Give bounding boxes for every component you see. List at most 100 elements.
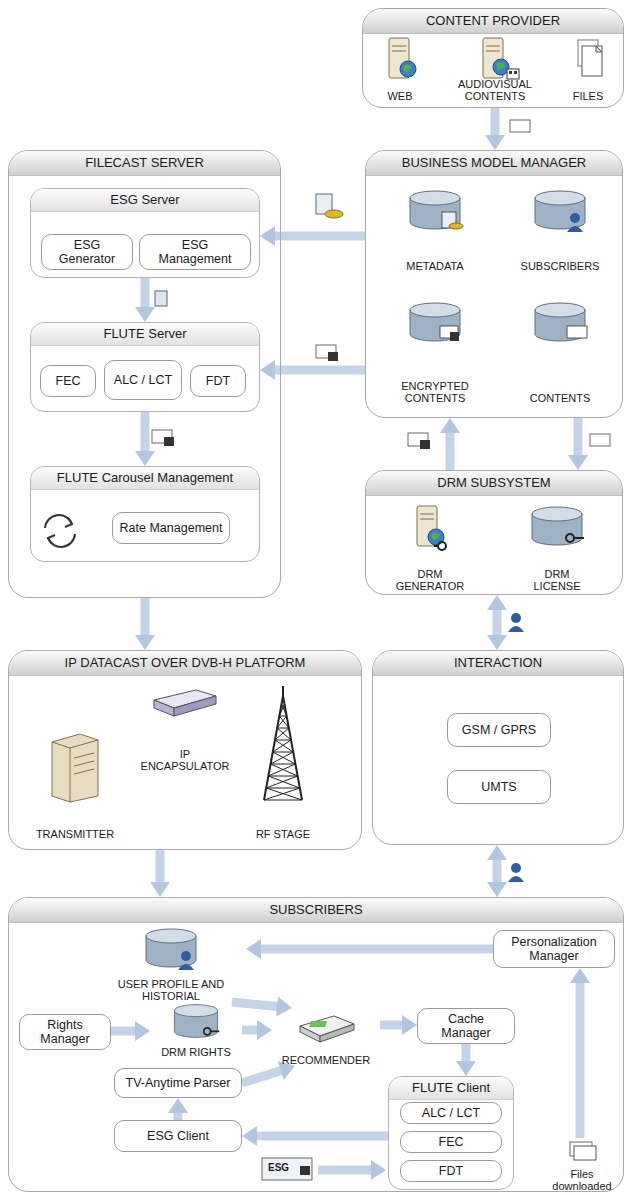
node-label: ALC / LCT: [114, 373, 172, 387]
icon-part: [449, 223, 463, 229]
connector-line: [254, 1132, 388, 1141]
flow-arrowhead: [371, 1160, 386, 1180]
connector-line: [493, 857, 502, 885]
connector-line: [156, 850, 165, 885]
flow-connector: [570, 968, 590, 1138]
connector-line: [380, 1021, 405, 1030]
icon-label: ESG: [268, 1162, 289, 1173]
flow-arrow: [318, 1166, 372, 1175]
group-panel: FILECAST SERVERESG ServerESG GeneratorES…: [8, 150, 281, 598]
icon-part: [496, 63, 505, 70]
connector-arrowhead: [260, 360, 275, 380]
icon-node: Files downloaded: [544, 1138, 620, 1192]
process-box: Rights Manager: [19, 1014, 111, 1050]
encrypted-file-icon: [408, 433, 430, 449]
panel-title: FILECAST SERVER: [9, 151, 280, 176]
icon-part: [279, 704, 286, 716]
doc-shape: [262, 1158, 312, 1180]
carousel-arc: [48, 534, 75, 547]
user-key-icon: [508, 613, 524, 632]
esg-bundle-icon: [262, 1158, 312, 1180]
connector-arrowhead: [440, 418, 460, 433]
node-label: METADATA: [380, 260, 490, 272]
carousel-arrowhead: [48, 535, 55, 544]
connector-arrowhead: [260, 226, 275, 246]
module-title: FLUTE Carousel Management: [31, 467, 259, 490]
node-label: RF STAGE: [228, 828, 338, 840]
connector-line: [491, 108, 500, 138]
icon-part: [486, 51, 500, 52]
connector-arrowhead: [135, 1021, 150, 1041]
icon-symbol: [562, 1138, 602, 1164]
flow-connector: [440, 418, 460, 470]
connector-arrowhead: [276, 997, 292, 1017]
icon-node: RECOMMENDER: [272, 1008, 380, 1066]
file-shape: [510, 120, 530, 132]
icon-part: [52, 742, 70, 802]
icon-symbol: [408, 504, 452, 554]
node-label: IP ENCAPSULATOR: [140, 748, 230, 772]
icon-node: USER PROFILE AND HISTORIAL: [96, 926, 246, 1002]
connector-line: [574, 418, 583, 458]
process-box: TV-Anytime Parser: [114, 1068, 242, 1098]
node-label: WEB: [372, 90, 428, 102]
module-box: FLUTE ServerFECALC / LCTFDT: [30, 322, 260, 412]
icon-part: [420, 514, 434, 515]
node-label: TV-Anytime Parser: [126, 1076, 231, 1090]
icon-node: WEB: [372, 36, 428, 102]
connector-line: [111, 1027, 138, 1036]
connector-arrowhead: [135, 307, 155, 322]
node-label: Personalization Manager: [499, 935, 609, 963]
connector-arrowhead: [568, 455, 588, 470]
carousel-icon: [45, 515, 75, 547]
process-box: FEC: [400, 1131, 502, 1153]
node-label: RECOMMENDER: [272, 1054, 380, 1066]
connector-line: [493, 607, 502, 638]
process-box: Rate Management: [112, 512, 230, 544]
icon-part: [146, 929, 196, 943]
carousel-arrowhead: [65, 518, 72, 527]
connector-line: [272, 366, 365, 375]
connector-arrowhead: [246, 939, 261, 959]
process-box: ESG Client: [114, 1120, 242, 1152]
group-panel: CONTENT PROVIDERWEBAUDIOVISUAL CONTENTSF…: [362, 8, 624, 108]
icon-part: [535, 303, 585, 317]
group-panel: DRM SUBSYSTEMDRM GENERATORDRM LICENSE: [365, 470, 623, 595]
lock-shape: [328, 352, 338, 361]
icon-part: [410, 191, 460, 205]
process-box: FDT: [400, 1160, 502, 1182]
flow-connector: [260, 226, 365, 246]
icon-node: DRM LICENSE: [505, 504, 609, 592]
icon-part: [438, 542, 446, 550]
lock-shape: [300, 1166, 310, 1175]
connector-arrowhead: [257, 1020, 272, 1040]
module-title: FLUTE Client: [389, 1077, 513, 1100]
process-box: Personalization Manager: [493, 930, 615, 968]
group-panel: BUSINESS MODEL MANAGERMETADATASUBSCRIBER…: [365, 150, 623, 418]
head-shape: [511, 613, 521, 623]
panel-title: CONTENT PROVIDER: [363, 9, 623, 34]
flow-connector: [246, 939, 493, 959]
icon-symbol: [529, 300, 591, 344]
process-box: Cache Manager: [417, 1008, 515, 1044]
doc-icon: [155, 291, 167, 306]
carousel-arc: [45, 515, 72, 528]
module-box: FLUTE Carousel ManagementRate Management: [30, 466, 260, 562]
encrypted-file-icon: [316, 345, 338, 361]
icon-part: [596, 46, 602, 52]
icon-symbol: [150, 686, 220, 720]
icon-node: SUBSCRIBERS: [505, 188, 615, 272]
group-panel: INTERACTIONGSM / GPRSUMTS: [372, 650, 624, 845]
icon-node: RF STAGE: [228, 684, 338, 840]
connector-arrowhead: [487, 595, 507, 610]
flow-connector: [487, 845, 507, 897]
icon-part: [74, 769, 94, 774]
icon-node: DRM RIGHTS: [150, 1002, 242, 1058]
icon-part: [582, 46, 602, 76]
connector-arrowhead: [487, 635, 507, 650]
icon-part: [509, 71, 512, 74]
icon-part: [74, 761, 94, 766]
icon-part: [574, 537, 584, 539]
icon-part: [434, 545, 438, 547]
